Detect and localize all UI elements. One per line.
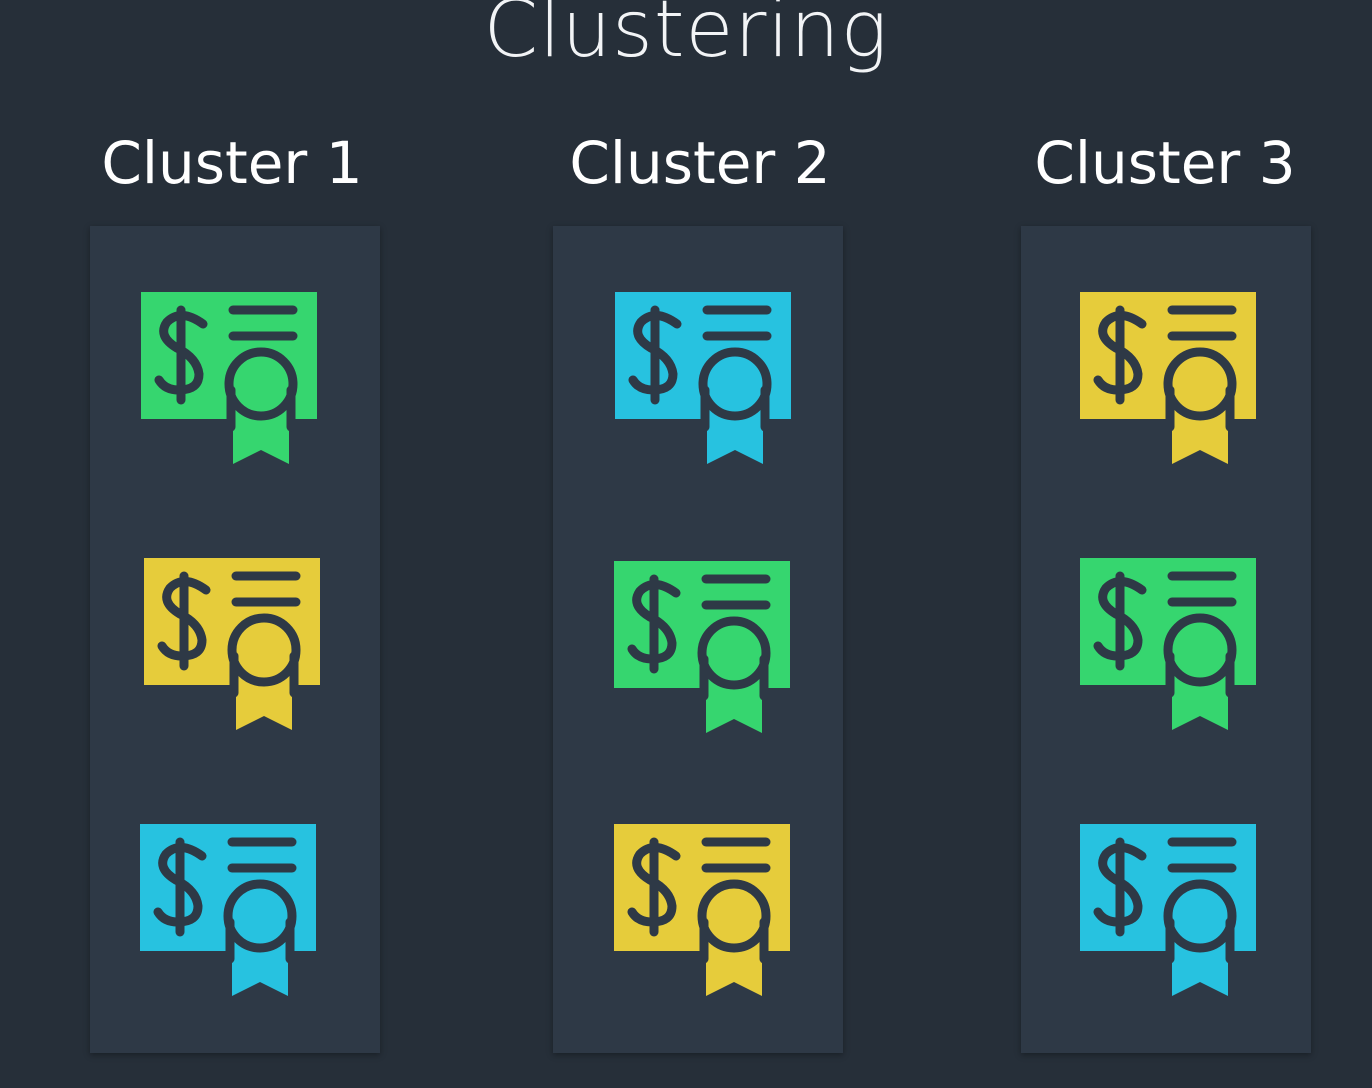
certificate-icon [614, 824, 794, 1000]
certificate-icon [1080, 292, 1260, 468]
cluster-title-1: Cluster 1 [101, 129, 363, 197]
certificate-icon [140, 824, 320, 1000]
page-title: Clustering [483, 0, 889, 75]
certificate-icon [1080, 558, 1260, 734]
certificate-icon [1080, 824, 1260, 1000]
certificate-icon [615, 292, 795, 468]
cluster-title-2: Cluster 2 [569, 129, 831, 197]
certificate-icon [614, 561, 794, 737]
cluster-title-3: Cluster 3 [1034, 129, 1296, 197]
certificate-icon [141, 292, 321, 468]
certificate-icon [144, 558, 324, 734]
